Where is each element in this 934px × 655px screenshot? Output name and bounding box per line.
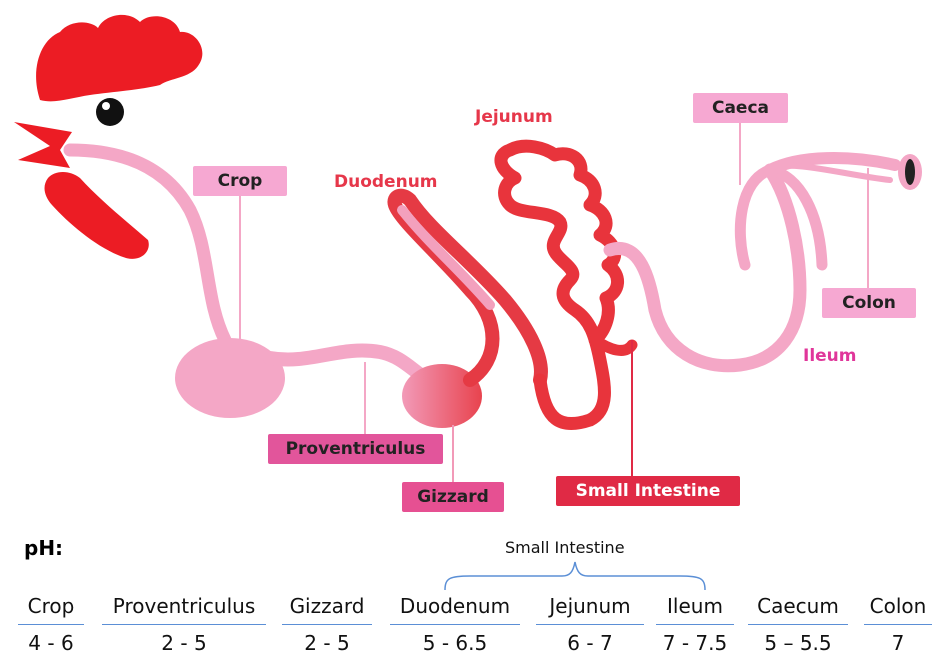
proventriculus-tube <box>270 350 425 378</box>
ph-col-value-crop: 4 - 6 <box>18 631 84 655</box>
ph-col-value-jejunum: 6 - 7 <box>536 631 644 655</box>
ph-col-name-duodenum: Duodenum <box>390 594 520 618</box>
caeca-tag: Caeca <box>693 93 788 123</box>
crop-tag: Crop <box>193 166 287 196</box>
ph-col-name-caecum: Caecum <box>748 594 848 618</box>
rooster-comb <box>36 15 202 101</box>
duodenum-label: Duodenum <box>334 172 438 192</box>
ph-col-name-colon: Colon <box>864 594 932 618</box>
ph-col-name-ileum: Ileum <box>656 594 734 618</box>
ph-col-value-duodenum: 5 - 6.5 <box>390 631 520 655</box>
ph-col-name-gizzard: Gizzard <box>282 594 372 618</box>
colon-tag: Colon <box>822 288 916 318</box>
ph-col-name-jejunum: Jejunum <box>536 594 644 618</box>
small-intestine-brace <box>440 560 710 592</box>
jejunum-tube <box>501 146 618 423</box>
small-intestine-tag: Small Intestine <box>556 476 740 506</box>
ph-col-value-caecum: 5 – 5.5 <box>748 631 848 655</box>
ph-col-name-crop: Crop <box>18 594 84 618</box>
ileum-tube <box>610 170 800 366</box>
caeca-tube <box>740 170 770 265</box>
proventriculus-tag: Proventriculus <box>268 434 443 464</box>
rooster-eye <box>96 98 124 126</box>
ph-title: pH: <box>24 536 63 560</box>
ph-col-value-ileum: 7 - 7.5 <box>656 631 734 655</box>
small-intestine-group-label: Small Intestine <box>505 538 625 557</box>
gizzard-tag: Gizzard <box>402 482 504 512</box>
ph-col-name-proventriculus: Proventriculus <box>102 594 266 618</box>
jejunum-label: Jejunum <box>475 107 553 127</box>
ph-col-value-colon: 7 <box>864 631 932 655</box>
rooster-wattle <box>45 172 149 259</box>
ph-col-value-gizzard: 2 - 5 <box>282 631 372 655</box>
rooster-beak <box>14 122 72 168</box>
crop-organ <box>175 338 285 418</box>
digestive-tract-diagram <box>0 0 934 520</box>
ph-col-value-proventriculus: 2 - 5 <box>102 631 266 655</box>
ileum-label: Ileum <box>803 346 857 366</box>
